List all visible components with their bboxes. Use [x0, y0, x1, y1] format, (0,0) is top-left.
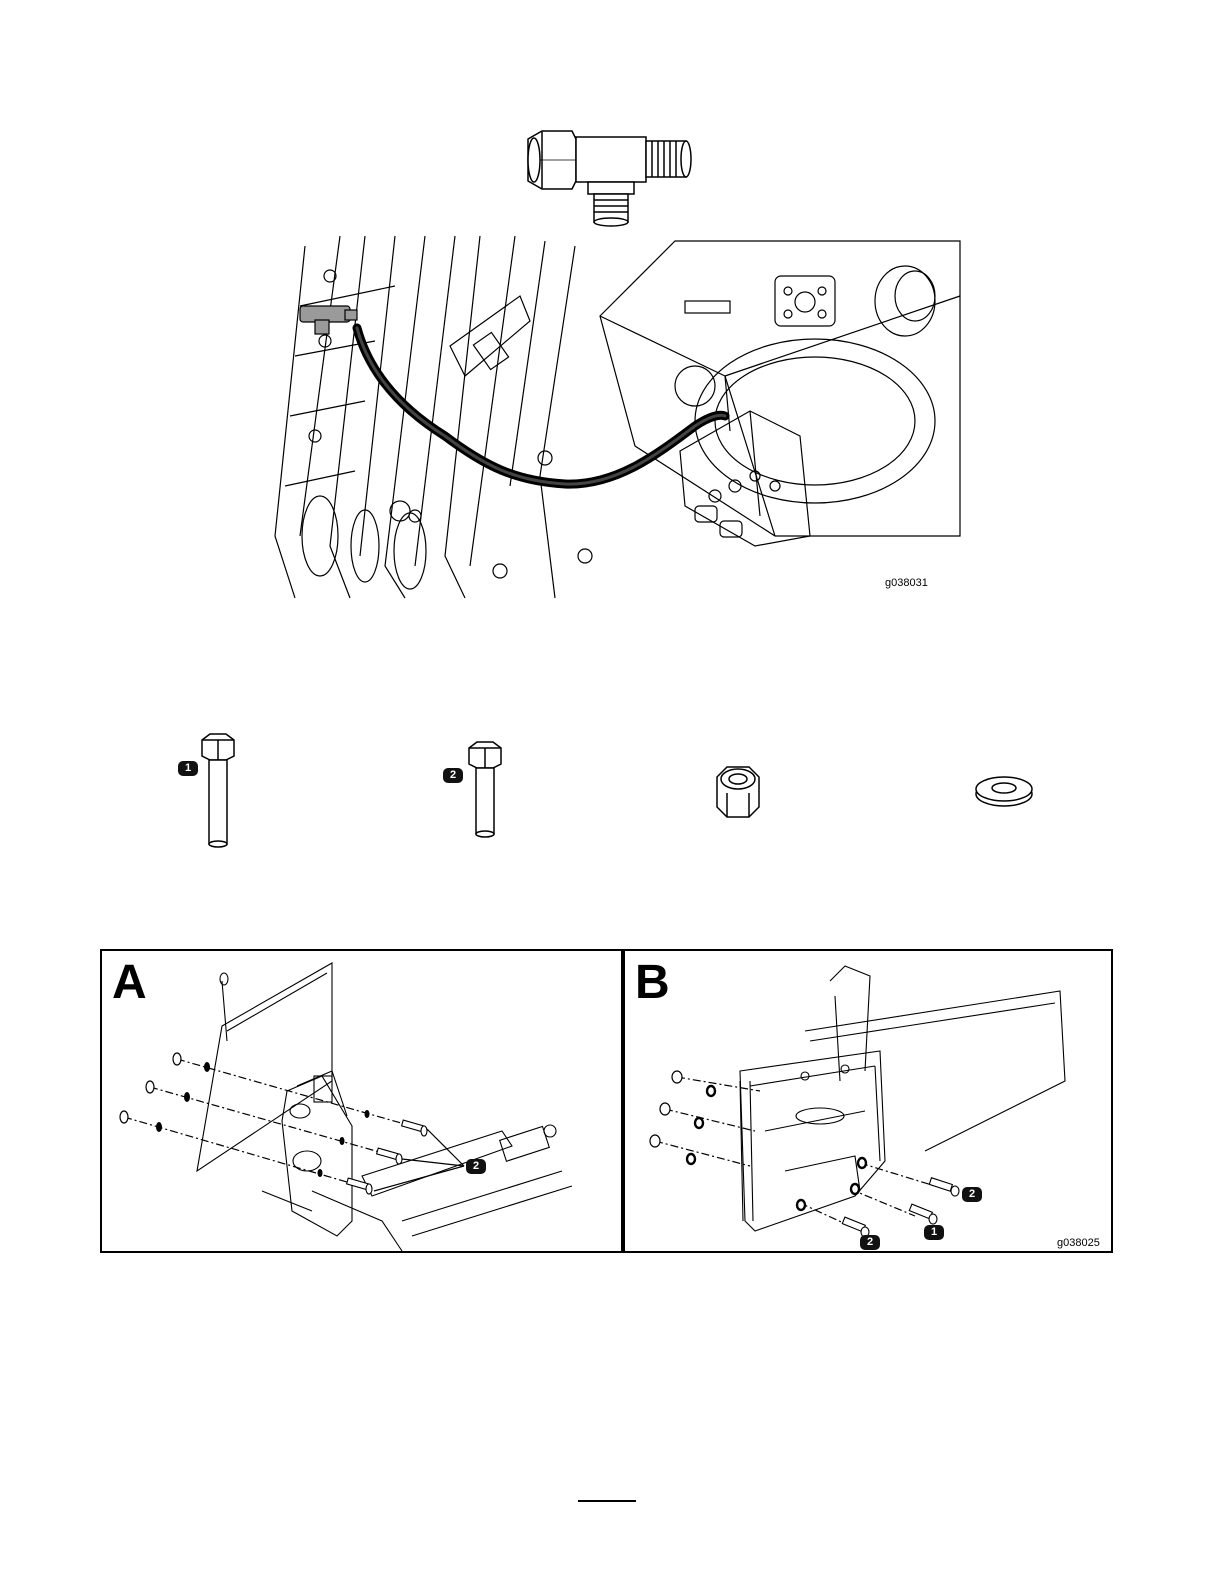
long-bolt-illustration	[198, 732, 238, 852]
flat-washer-illustration	[972, 770, 1036, 810]
panel-b-callout-1: 1	[924, 1225, 944, 1240]
footer-rule	[578, 1500, 636, 1502]
figure-code: g038031	[885, 577, 928, 589]
panel-a-callout-2: 2	[466, 1159, 486, 1174]
lock-nut-illustration	[713, 763, 763, 821]
panel-b-callout-2-lower: 2	[860, 1235, 880, 1250]
figure-code-ab: g038025	[1057, 1237, 1100, 1249]
callout-1: 1	[178, 761, 198, 776]
callout-2: 2	[443, 768, 463, 783]
tee-fitting-illustration	[520, 125, 700, 230]
panel-b-callout-2-upper: 2	[962, 1187, 982, 1202]
panel-b-illustration	[625, 951, 1111, 1251]
short-bolt-illustration	[465, 740, 505, 845]
panel-a-illustration	[102, 951, 621, 1251]
hose-routing-illustration	[255, 236, 960, 601]
